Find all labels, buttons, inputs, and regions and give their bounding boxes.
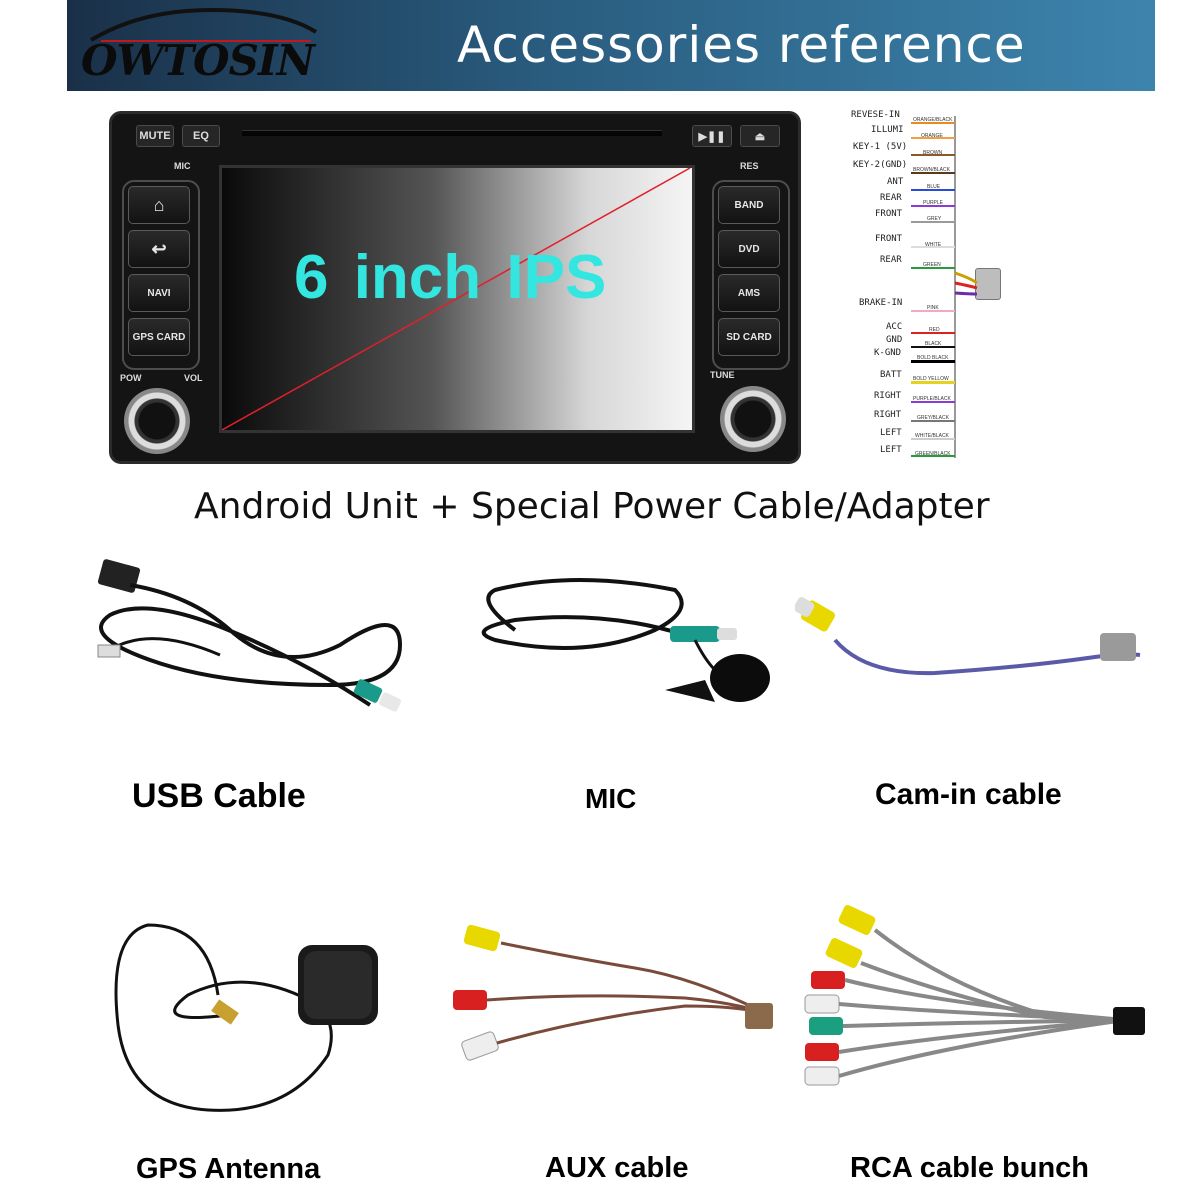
wire-label: BRAKE-IN xyxy=(859,298,903,308)
unit-caption: Android Unit + Special Power Cable/Adapt… xyxy=(194,486,990,527)
gps-antenna-image xyxy=(114,923,378,1112)
eject-button[interactable]: ⏏ xyxy=(740,125,780,147)
disc-slot xyxy=(242,130,662,136)
android-head-unit: MUTE EQ ▶❚❚ ⏏ MIC RES ⌂ ↩ NAVI GPS CARD … xyxy=(109,111,801,464)
wire-label: ANT xyxy=(887,177,904,187)
wire-color: PURPLE xyxy=(923,200,944,206)
ams-button[interactable]: AMS xyxy=(718,274,780,312)
play-pause-icon: ▶❚❚ xyxy=(698,130,726,143)
usb-cable-label: USB Cable xyxy=(132,777,306,815)
mic-image xyxy=(481,578,770,702)
cam-in-cable-image xyxy=(795,597,1141,676)
wire-color: ORANGE xyxy=(921,133,943,139)
wire-color: GREEN xyxy=(923,262,941,268)
wire-color: BLACK xyxy=(925,341,942,347)
screen-size-text: 6 inch IPS xyxy=(294,243,607,312)
home-button[interactable]: ⌂ xyxy=(128,186,190,224)
wire-color: BOLD YELLOW xyxy=(913,376,949,382)
header-banner: OWTOSIN Accessories reference xyxy=(67,0,1155,91)
wire-color: PURPLE/BLACK xyxy=(913,396,951,402)
wire-label: RIGHT xyxy=(874,391,902,401)
sd-card-button[interactable]: SD CARD xyxy=(718,318,780,356)
wire-label: ILLUMI xyxy=(871,125,904,135)
wire-label: REAR xyxy=(880,193,902,203)
wire-label: RIGHT xyxy=(874,410,902,420)
wire-color: BOLD BLACK xyxy=(917,355,949,361)
right-button-group xyxy=(712,180,790,370)
tune-knob[interactable] xyxy=(720,386,786,452)
display-screen: 6 inch IPS xyxy=(219,165,695,433)
wire-color: PINK xyxy=(927,305,939,311)
wire-label: FRONT xyxy=(875,234,903,244)
play-pause-button[interactable]: ▶❚❚ xyxy=(692,125,732,147)
volume-knob[interactable] xyxy=(124,388,190,454)
wire-label: ACC xyxy=(886,322,903,332)
rca-cable-bunch-image xyxy=(804,905,1145,1086)
navi-button[interactable]: NAVI xyxy=(128,274,190,312)
cam-in-cable-label: Cam-in cable xyxy=(875,778,1062,811)
wiring-harness-lines xyxy=(954,116,978,458)
mic-label: MIC xyxy=(174,161,191,171)
wire-color: GREY xyxy=(927,216,942,222)
eq-button[interactable]: EQ xyxy=(182,125,220,147)
usb-cable-image xyxy=(97,559,403,712)
aux-cable-image xyxy=(453,924,773,1061)
screen-diagonal xyxy=(222,168,691,430)
wire-color: RED xyxy=(929,327,940,333)
mute-button[interactable]: MUTE xyxy=(136,125,174,147)
power-cable-wiring-diagram: REVESE-IN ILLUMI KEY-1 (5V) KEY-2(GND) A… xyxy=(845,108,1065,466)
page-title: Accessories reference xyxy=(457,16,1026,74)
wire-color: ORANGE/BLACK xyxy=(913,117,953,123)
wire-label: KEY-2(GND) xyxy=(853,160,908,170)
dvd-button[interactable]: DVD xyxy=(718,230,780,268)
wire-color: BROWN/BLACK xyxy=(913,167,950,173)
back-icon: ↩ xyxy=(151,238,167,259)
tune-label: TUNE xyxy=(710,370,735,380)
wire-color: WHITE/BLACK xyxy=(915,433,949,439)
band-button[interactable]: BAND xyxy=(718,186,780,224)
wire-label: FRONT xyxy=(875,209,903,219)
wire-label: LEFT xyxy=(880,428,902,438)
mic-label: MIC xyxy=(585,783,637,814)
wire-label: REVESE-IN xyxy=(851,110,900,120)
wire-color: GREY/BLACK xyxy=(917,415,949,421)
wire-label: GND xyxy=(886,335,903,345)
wire-color: BROWN xyxy=(923,150,943,156)
left-button-group xyxy=(122,180,200,370)
wire-label: LEFT xyxy=(880,445,902,455)
wire-label: BATT xyxy=(880,370,902,380)
vol-label: VOL xyxy=(184,373,203,383)
logo-car-arc-icon xyxy=(89,7,318,42)
pow-label: POW xyxy=(120,373,142,383)
brand-logo: OWTOSIN xyxy=(81,7,318,86)
harness-connector xyxy=(975,268,1001,300)
gps-antenna-label: GPS Antenna xyxy=(136,1153,321,1185)
wire-label: K-GND xyxy=(874,348,902,358)
gps-card-button[interactable]: GPS CARD xyxy=(128,318,190,356)
wire-color: WHITE xyxy=(925,242,942,248)
logo-text: OWTOSIN xyxy=(81,36,315,85)
wire-color: BLUE xyxy=(927,184,941,190)
back-button[interactable]: ↩ xyxy=(128,230,190,268)
wire-color: GREEN/BLACK xyxy=(915,451,951,457)
wire-label: KEY-1 (5V) xyxy=(853,142,908,152)
res-label: RES xyxy=(740,161,759,171)
rca-cable-bunch-label: RCA cable bunch xyxy=(850,1152,1090,1184)
eject-icon: ⏏ xyxy=(754,130,766,143)
wire-label: REAR xyxy=(880,255,902,265)
aux-cable-label: AUX cable xyxy=(545,1152,689,1184)
home-icon: ⌂ xyxy=(153,194,165,215)
